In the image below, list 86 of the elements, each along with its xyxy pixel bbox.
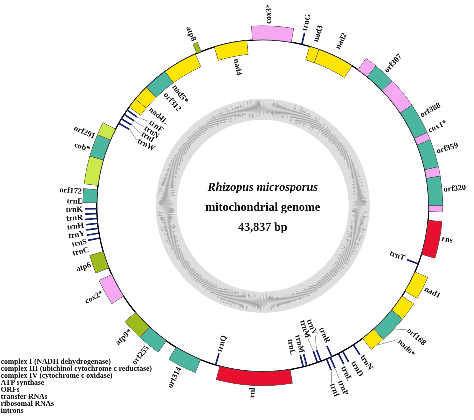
trna-tick (85, 213, 98, 216)
gene-block (392, 296, 414, 320)
gene-block (428, 206, 444, 213)
trna-tick (86, 228, 99, 231)
trna-tick (88, 237, 100, 242)
trna-tick (326, 346, 333, 358)
gene-block (314, 50, 352, 78)
trna-tick (330, 357, 336, 369)
trna-tick (121, 118, 132, 126)
gene-block (358, 58, 377, 78)
gene-label: nad2 (334, 32, 349, 51)
leader-line (132, 125, 141, 134)
leader-line (130, 129, 138, 141)
gene-label: orf359 (436, 142, 460, 156)
trna-tick (303, 354, 308, 366)
gene-block (90, 252, 110, 274)
gene-block (97, 122, 116, 141)
gene-label: trnC (72, 246, 90, 258)
leader-line (335, 368, 340, 380)
gene-label: orf172 (59, 186, 82, 196)
gene-block (192, 42, 202, 54)
gene-label: trnH (66, 222, 85, 232)
trna-tick (326, 358, 332, 371)
gene-label: orf291 (72, 124, 96, 141)
gene-block (424, 166, 441, 179)
leader-line (394, 329, 408, 331)
gene-block (414, 132, 431, 146)
gene-block (216, 366, 293, 386)
gene-block (251, 26, 294, 43)
trna-tick (86, 222, 98, 226)
gene-label: atp8 (184, 25, 198, 42)
trna-tick (85, 208, 98, 210)
trna-tick (406, 259, 419, 265)
gene-label: trnL (286, 338, 298, 356)
gene-label: trnR (318, 326, 332, 346)
gene-label: rnl (248, 388, 258, 398)
trna-tick (338, 353, 345, 365)
gene-block (362, 329, 384, 350)
gene-block (214, 40, 249, 61)
gene-label: cox2* (84, 290, 106, 306)
gene-label: nad3 (312, 24, 325, 44)
gene-label: cox1* (426, 118, 448, 134)
gene-block (84, 156, 104, 186)
gene-block (165, 54, 202, 84)
trna-tick (124, 114, 135, 122)
gene-label: nad4 (232, 58, 243, 76)
gene-block (382, 80, 412, 114)
gene-label: trnQ (216, 334, 228, 353)
gene-block (422, 220, 443, 259)
leader-line (315, 336, 318, 350)
gene-label: orf320 (444, 184, 467, 194)
leader-line (134, 121, 145, 128)
gene-block (129, 99, 147, 116)
trna-tick (126, 110, 138, 118)
gene-block (374, 310, 404, 340)
leader-line (331, 370, 332, 384)
trna-tick (215, 353, 220, 366)
map-title: Rhizopus microsporus mitochondrial genome 43,837 bp (204, 179, 322, 236)
gene-block (426, 176, 444, 206)
gene-label: cob* (73, 141, 92, 154)
gene-block (136, 87, 157, 109)
leader-line (308, 338, 314, 352)
leader-line (137, 117, 150, 122)
trna-tick (85, 218, 98, 220)
gene-label: trnT (388, 250, 407, 263)
trna-tick (301, 32, 306, 45)
trna-tick (342, 351, 350, 362)
gene-label: trnK (66, 206, 84, 214)
trna-tick (118, 122, 130, 130)
gene-label: orf314 (166, 366, 184, 390)
trna-tick (312, 351, 318, 364)
gene-block (82, 188, 98, 204)
gene-block (417, 140, 439, 170)
leader-line (378, 340, 398, 346)
gene-label: trnG (301, 14, 314, 32)
gene-block (306, 46, 320, 64)
gene-label: atp6 (75, 261, 92, 274)
trna-tick (316, 350, 322, 362)
gene-label: rns (441, 235, 454, 246)
trna-tick (352, 344, 361, 356)
gene-label: cox3* (265, 4, 274, 24)
gene-label: nad1 (423, 285, 442, 300)
trna-tick (87, 232, 100, 236)
gene-label: trnR (66, 214, 84, 223)
trna-tick (300, 355, 304, 368)
gene-label: trnE (66, 197, 84, 206)
